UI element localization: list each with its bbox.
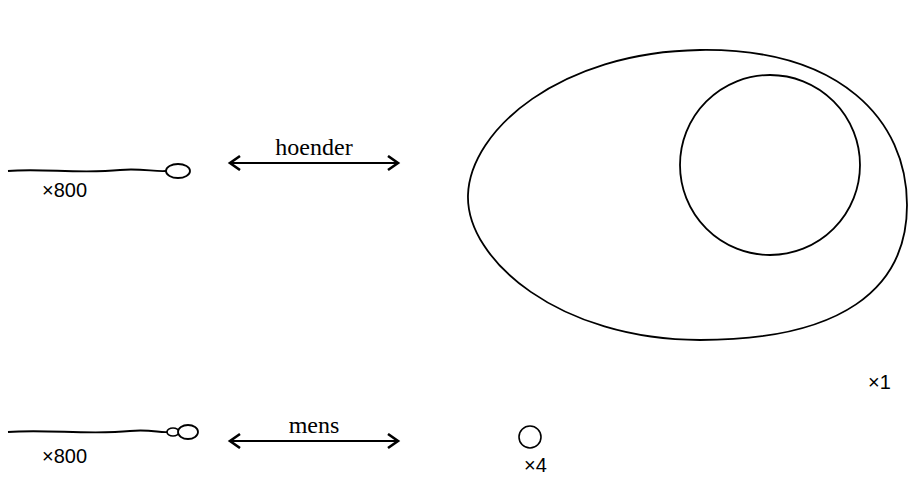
double-arrow xyxy=(230,440,398,442)
sperm-tail xyxy=(8,169,166,171)
cell-drawing xyxy=(398,422,545,452)
egg-cell: ×1 xyxy=(398,45,911,345)
egg-cell xyxy=(519,426,541,448)
magnification-label: ×800 xyxy=(42,180,87,200)
cell-drawing xyxy=(398,45,911,345)
sperm-tail xyxy=(8,430,168,432)
egg-outline xyxy=(468,50,907,340)
sperm-cell: ×800 xyxy=(4,420,230,445)
sperm-cell: ×800 xyxy=(4,155,230,185)
species-label: mens xyxy=(286,412,343,438)
sperm-head xyxy=(178,425,198,439)
double-arrow xyxy=(230,162,398,164)
cell-drawing xyxy=(4,420,230,445)
cell-drawing xyxy=(4,155,230,185)
species-label: hoender xyxy=(272,134,355,160)
magnification-label: ×800 xyxy=(42,446,87,466)
egg-yolk xyxy=(680,75,860,255)
sperm-head xyxy=(166,164,190,178)
magnification-label: ×1 xyxy=(868,372,891,392)
magnification-label: ×4 xyxy=(524,455,547,475)
egg-cell: ×4 xyxy=(398,422,545,452)
